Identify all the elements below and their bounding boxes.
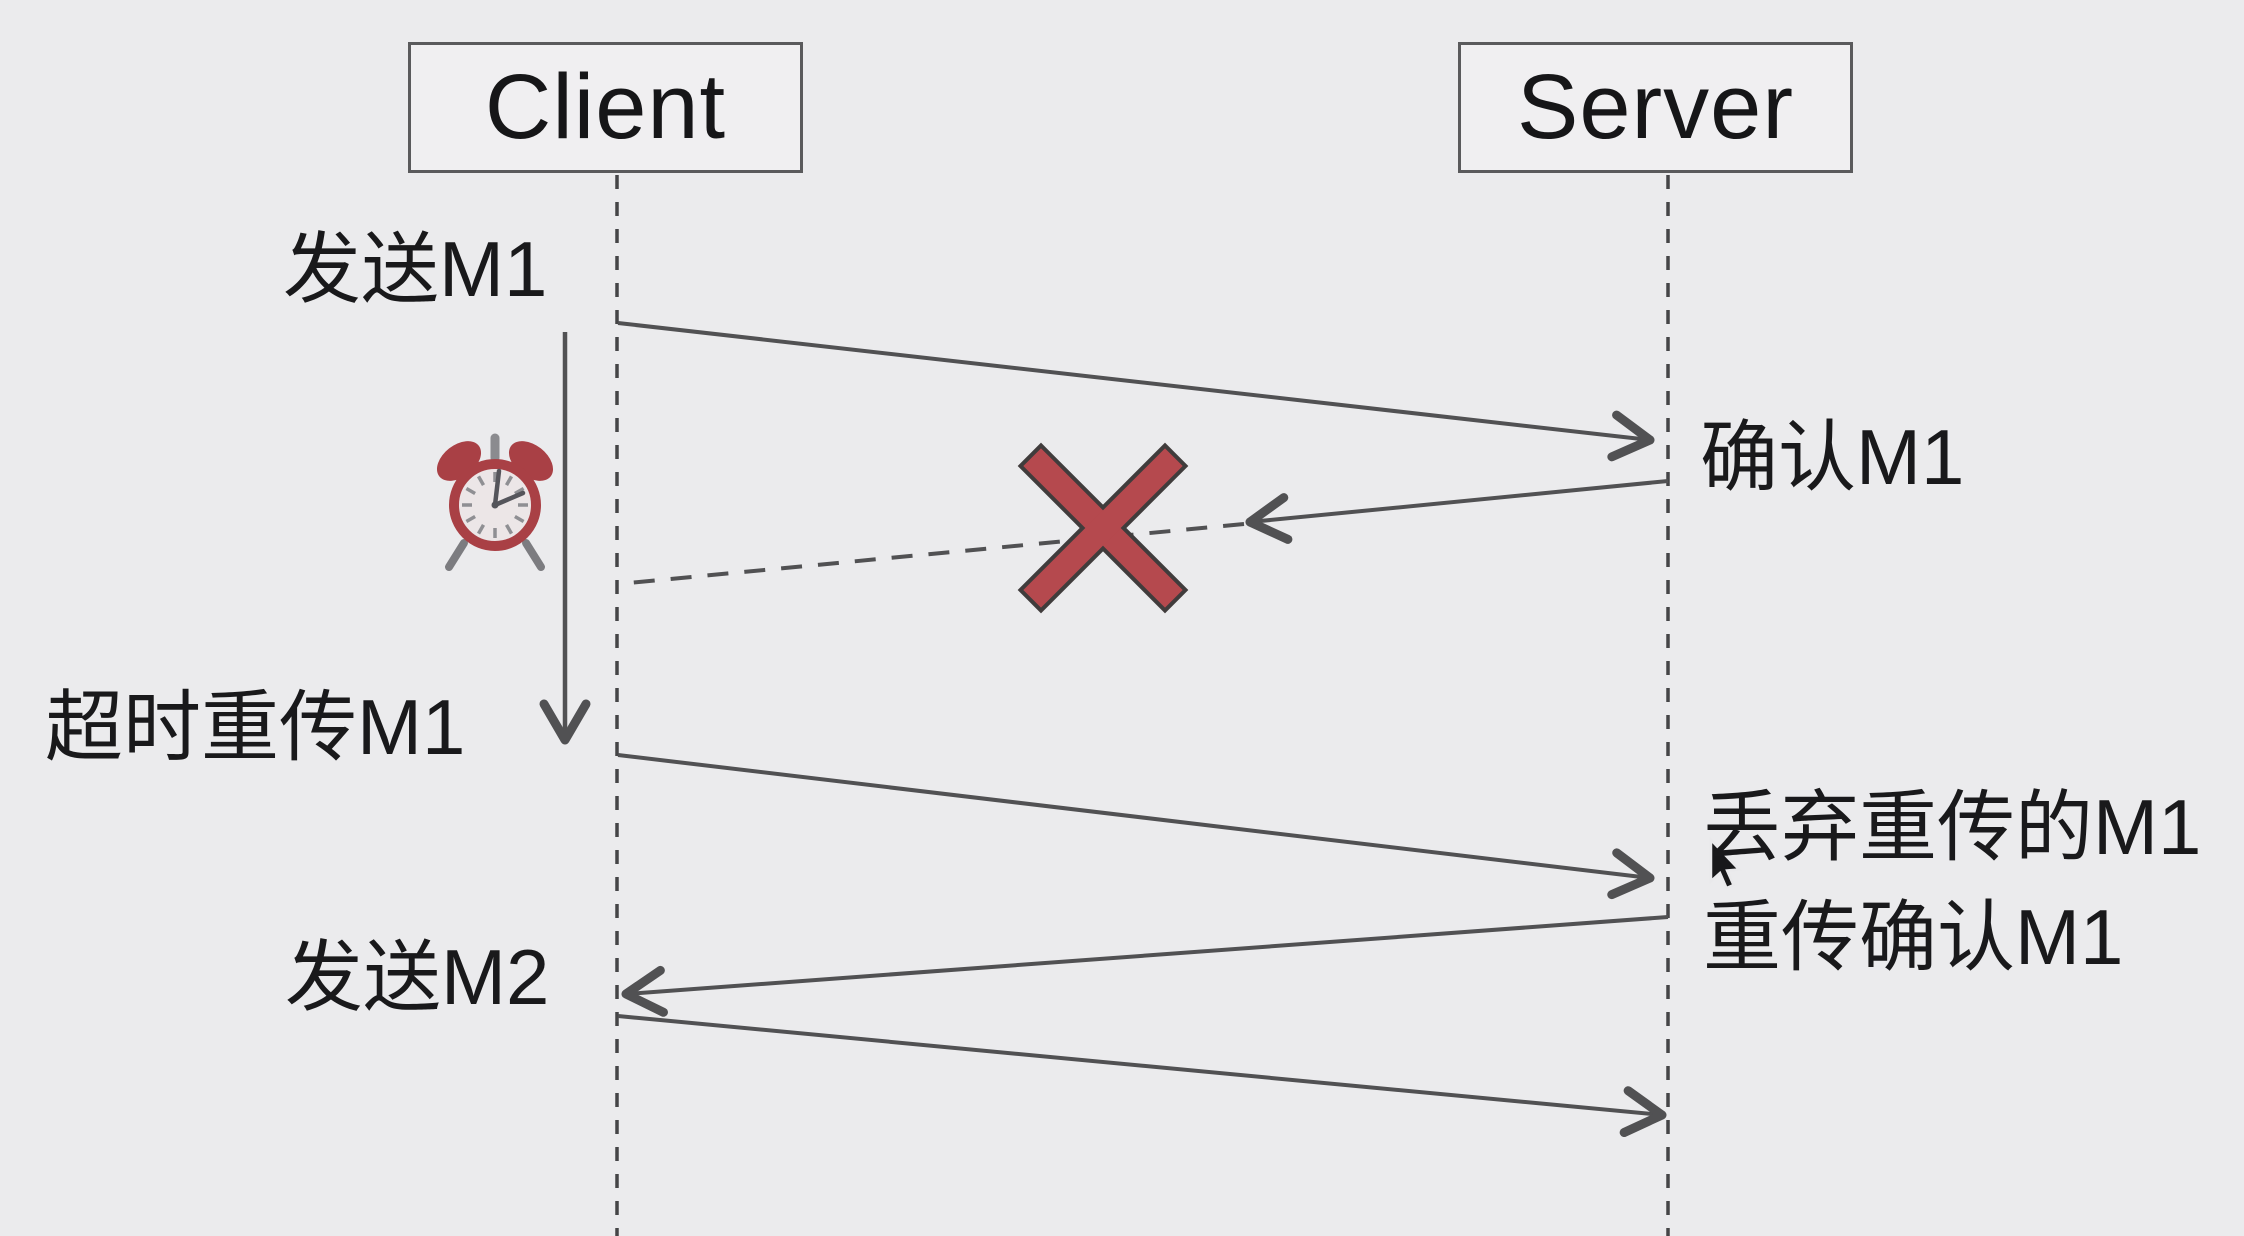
message-line-ack-m1-lost-dashed <box>617 522 1245 586</box>
cursor-arrow-icon <box>1709 836 1742 890</box>
annotation-retransmit-ack-m1: 重传确认M1 <box>1703 893 2124 981</box>
actor-box-client: Client <box>408 42 803 173</box>
red-x-icon <box>1017 442 1189 614</box>
annotation-discard-retransmitted-m1: 丢弃重传的M1 <box>1703 783 2202 871</box>
message-line-ack-m1-solid <box>1245 479 1669 544</box>
actor-label-server: Server <box>1517 56 1794 158</box>
annotation-timeout-retransmit-m1: 超时重传M1 <box>45 683 466 771</box>
alarm-clock-icon <box>436 433 554 571</box>
annotation-send-m2: 发送M2 <box>285 933 550 1021</box>
message-line-send-m1 <box>617 321 1655 462</box>
actor-box-server: Server <box>1458 42 1853 173</box>
message-line-retransmit-m1 <box>617 753 1655 900</box>
actor-label-client: Client <box>484 56 727 158</box>
annotation-ack-m1: 确认M1 <box>1700 413 1965 501</box>
annotation-send-m1: 发送M1 <box>283 225 548 313</box>
message-line-send-m2 <box>617 1014 1667 1138</box>
message-line-retransmit-ack-m1 <box>621 915 1669 1017</box>
